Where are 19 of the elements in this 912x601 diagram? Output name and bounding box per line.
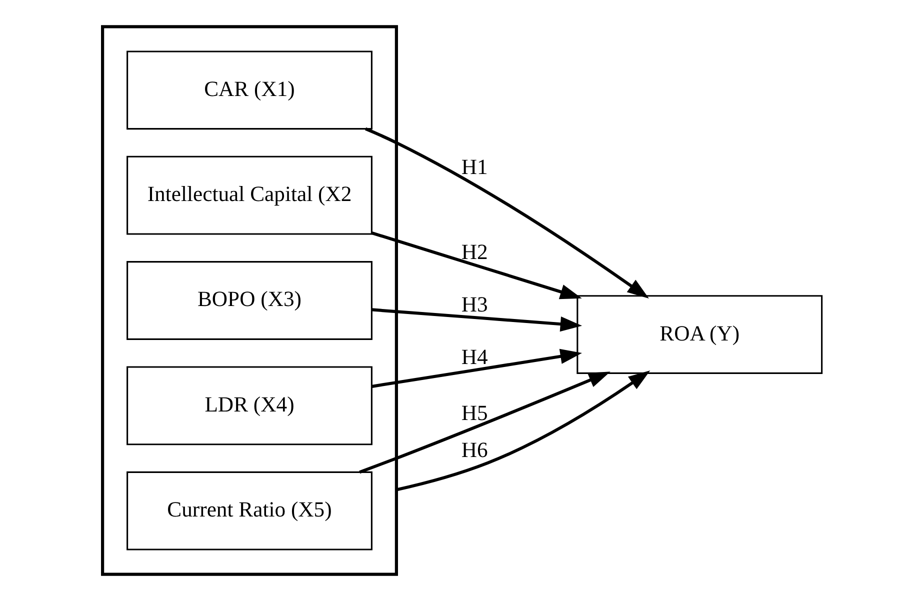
node-box: BOPO (X3) bbox=[126, 261, 372, 340]
arrow bbox=[396, 370, 650, 492]
arrow bbox=[364, 127, 649, 298]
arrow bbox=[372, 308, 582, 332]
edge-label: H1 bbox=[461, 154, 488, 179]
edge-label: H2 bbox=[461, 240, 488, 264]
edge-label: H6 bbox=[461, 438, 488, 462]
arrow bbox=[372, 232, 582, 300]
edge-label: H3 bbox=[461, 292, 488, 317]
edge-label: H5 bbox=[461, 400, 488, 425]
node-box: Current Ratio (X5) bbox=[126, 471, 372, 550]
node-box: LDR (X4) bbox=[126, 366, 372, 446]
cluster bbox=[101, 25, 398, 576]
node-box: ROA (Y) bbox=[576, 295, 823, 374]
arrow bbox=[359, 372, 610, 474]
node-box: Intellectual Capital (X2 bbox=[126, 156, 372, 235]
node-box: CAR (X1) bbox=[126, 50, 372, 130]
edge-label: H4 bbox=[461, 345, 488, 370]
arrow bbox=[372, 348, 582, 388]
